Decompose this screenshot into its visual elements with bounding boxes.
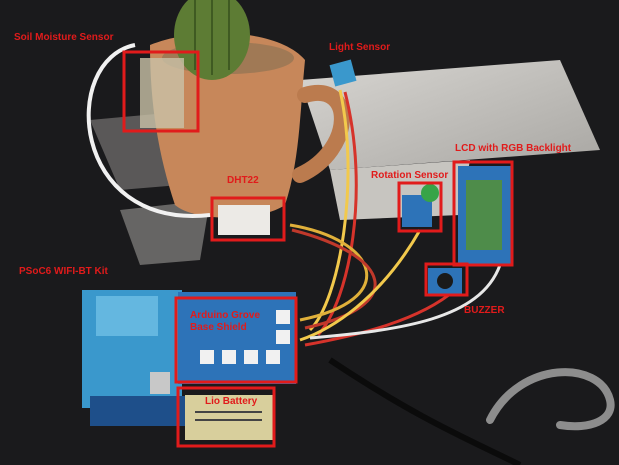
rotation-sensor-box [397,181,443,233]
dht22-sensor [218,205,270,235]
light-sensor-label: Light Sensor [329,42,391,53]
rotation-knob [421,184,439,202]
buzzer-label: BUZZER [464,305,505,316]
buzzer-disc [437,273,453,289]
grove-cable [299,229,422,342]
lcd-label: LCD with RGB Backlight [455,143,572,154]
psoc6-label: PSoC6 WIFI-BT Kit [19,266,108,277]
buzzer-box [424,262,469,297]
grove-cable [309,264,502,340]
light-sensor-module [329,59,357,87]
soil-moisture-box [122,50,200,133]
grove-shield-label-line2: Base Shield [190,322,247,333]
grove-port [222,350,236,364]
grove-port [266,350,280,364]
grove-port [276,330,290,344]
grove-port [244,350,258,364]
battery-label: Lio Battery [205,396,258,407]
grove-cable [289,223,369,322]
rotation-sensor-label: Rotation Sensor [371,170,449,181]
grove-cable [316,91,358,337]
soil-moisture-probe [140,58,184,128]
lcd-screen [466,180,502,250]
battery-box [176,386,276,448]
sunlight-patch [300,60,600,170]
grove-cable [304,288,456,347]
lcd-box [452,160,514,267]
black-cable [328,357,522,465]
white-cable [86,43,211,218]
soil-moisture-label: Soil Moisture Sensor [14,32,114,43]
dht22-box [210,196,286,242]
usb-connector [150,372,170,394]
grove-port [276,310,290,324]
grove-shield-label-line1: Arduino Grove [190,310,261,321]
dht22-label: DHT22 [227,175,259,186]
terracotta-pot [150,33,305,218]
grove-port [200,350,214,364]
pot-handle [292,85,350,183]
grove-shield-box [174,296,298,384]
board-touch-pads [96,296,158,336]
grove-cable [291,228,377,330]
lithium-battery [185,395,275,440]
rope [486,368,615,431]
